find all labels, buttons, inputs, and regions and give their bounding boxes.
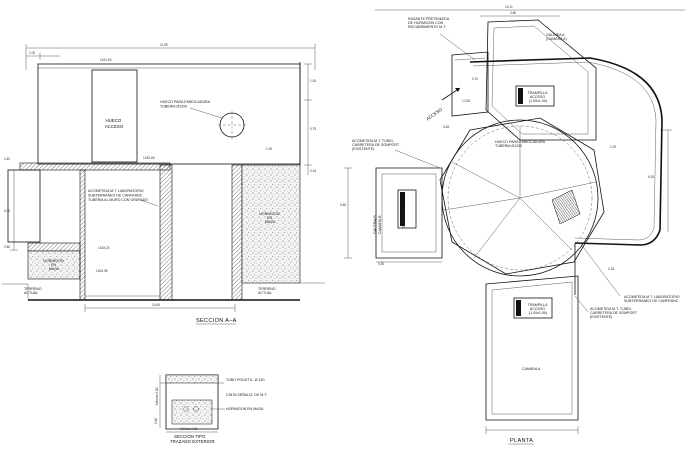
tipo-label-0: TUBO POLIETIL. Ø 160	[226, 378, 265, 382]
cable-trench	[469, 57, 663, 246]
dim-right-v1: 1.00	[310, 79, 316, 83]
plan-dim-top-a: 3.80	[510, 11, 516, 15]
concrete-right	[241, 164, 301, 284]
dim-right-v4: 1.00	[266, 147, 272, 151]
plan-dim-mid-b: 0.70	[472, 77, 478, 81]
plan-dim-right-c: 2.18	[608, 267, 614, 271]
plan-trampilla-left	[397, 189, 417, 229]
tipo-label-1: CINTA SEÑALIZ. DE M.T.	[226, 392, 267, 397]
central-wall	[159, 164, 173, 301]
plan-central-circle	[441, 119, 599, 277]
dim-top-total: 11.55	[160, 43, 168, 47]
plan-dim-top: 14.11	[505, 5, 513, 9]
plan-arm-bottom	[485, 275, 579, 421]
tipo-title-1: TRAZADO EXTERIOR	[170, 439, 215, 444]
plan-trampilla-bottom	[513, 297, 553, 319]
level-top: 1431.60	[100, 58, 112, 62]
section-upper-box	[37, 63, 301, 165]
plan-label-acometida-tunel: ACOMETIDA M.T. TUNEL CARRETERA DE SOMPOR…	[352, 139, 400, 151]
plan-dim-mid-a: 3.45	[443, 125, 449, 129]
level-floor: 1426.96	[96, 269, 108, 273]
plan-label-trampilla-left: TRAMPILLA	[402, 207, 406, 228]
plan-dim-right-a: 1.00	[610, 145, 616, 149]
level-bottom: 1428.20	[98, 246, 110, 250]
plan-label-rasante: RASANTE PRETENDIDA DE HORMIGON CON RECUB…	[408, 17, 450, 29]
tipo-label-2: HORMIGON EN MASA	[226, 407, 264, 411]
dim-bottom-span: 10.65	[152, 303, 160, 307]
plan-label-camara-a: CAMARA A	[522, 367, 541, 371]
plan-arm-top	[485, 19, 597, 141]
label-hormigon-left: HORMIGON EN MASA	[43, 259, 64, 271]
section-title: SECCION A–A	[196, 318, 237, 324]
label-terreno-left: TERRENO ACTUAL	[24, 287, 43, 295]
plan-label-galeria-b: GALERIA B	[373, 215, 377, 234]
plan-view: 14.11 3.80 RASANTE PRETENDIDA DE HORMIGO…	[340, 5, 685, 445]
section-top-dims: 11.55 1.00 1431.60	[25, 43, 316, 70]
plan-label-trampilla-top: TRAMPILLA ACCESO (1.00x1.00)	[528, 91, 549, 103]
plan-label-galeria-b-2: CAMARA B	[378, 215, 382, 234]
plan-trampilla-top	[515, 85, 555, 107]
dim-left-v1: 5.30	[4, 209, 10, 213]
plan-arm-left	[375, 167, 443, 259]
plan-dim-right-b: 6.30	[648, 175, 654, 179]
plan-label-acometida-tunel-b: ACOMETIDA M.T. TUNEL CARRETERA DE SOMPOR…	[590, 307, 638, 319]
plan-dim-left-c: 0.30	[378, 262, 384, 266]
access-hole	[91, 69, 138, 163]
level-mid: 1430.65	[143, 156, 155, 160]
label-acometida: ACOMETIDA M.T. LABORATORIO SUBTERRANEO D…	[88, 189, 148, 202]
tipo-dim-bottom: Mínimo 0.60	[180, 427, 198, 431]
label-hueco: HUECO ACCESO	[105, 118, 124, 129]
plan-label-acometida-lab: ACOMETIDA M.T. LABORATORIO SUBTERRANEO D…	[624, 295, 681, 303]
tipo-dim-left-b: 0.60	[154, 418, 158, 424]
section-aa: 11.55 1.00 1431.60 HUECO ACCESO HUECO PA…	[2, 43, 325, 325]
dim-left-small2: 0.80	[4, 245, 10, 249]
tipo-dim-left-a: Mínimo 0.80	[155, 387, 159, 405]
dim-top-small: 1.00	[29, 51, 35, 55]
label-hormigon-right: HORMIGON EN MASA	[259, 212, 280, 224]
section-tipo: TUBO POLIETIL. Ø 160 CINTA SEÑALIZ. DE M…	[154, 374, 267, 444]
label-terreno-right: TERRENO ACTUAL	[258, 287, 277, 295]
plan-title: PLANTA	[510, 438, 533, 444]
plan-label-hueco: HUECO PARA EMBOCADURA TUBERIA Ø1200	[495, 140, 546, 148]
plan-dim-left-b: 3.60	[340, 203, 346, 207]
plan-label-trampilla-bottom: TRAMPILLA ACCESO (1.00x1.00)	[528, 303, 549, 315]
mid-slab	[19, 162, 171, 171]
plan-central-chamber	[439, 117, 605, 275]
concrete-left	[27, 250, 81, 280]
dim-right-v3: 0.16	[310, 169, 316, 173]
plan-access-arm	[451, 51, 489, 117]
tipo-title-0: SECCION TIPO	[174, 434, 206, 439]
plan-dim-left-a: 1.018	[462, 99, 470, 103]
dim-right-v2: 0.75	[310, 127, 316, 131]
dim-left-small: 0.40	[4, 157, 10, 161]
plan-grate	[551, 189, 581, 225]
plan-label-galeria-a: GALERIA A (CAMARA A)	[546, 33, 567, 41]
label-hueco-embocadura: HUECO PARA EMBOCADURA TUBERIA Ø1200	[160, 100, 211, 109]
plan-label-acceso: ACCESO	[425, 106, 444, 121]
